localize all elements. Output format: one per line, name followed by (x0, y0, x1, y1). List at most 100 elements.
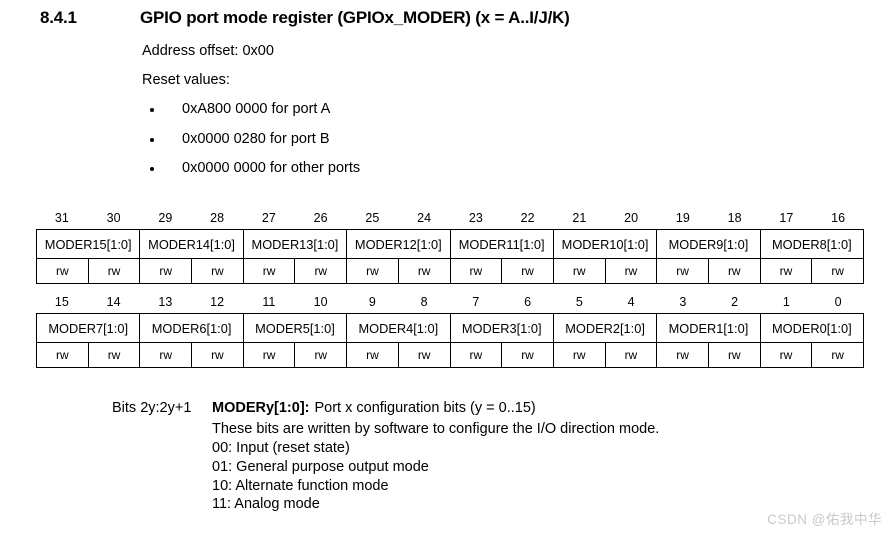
bit-number: 13 (158, 295, 173, 309)
page-title: 8.4.1 GPIO port mode register (GPIOx_MOD… (40, 8, 860, 28)
access-cell: rw (37, 259, 89, 284)
bit-number-row: 15 14 13 12 11 10 9 8 7 6 5 4 3 2 1 0 (36, 291, 864, 313)
access-cell: rw (243, 259, 296, 284)
bit-field-name: MODERy[1:0]: (212, 400, 310, 416)
access-row: rw rw rw rw rw rw rw rw rw rw rw rw rw r… (37, 259, 864, 284)
bit-field-header: Bits 2y:2y+1 MODERy[1:0]: Port x configu… (112, 400, 872, 416)
access-cell: rw (88, 259, 141, 284)
csdn-watermark: CSDN @佑我中华 (767, 512, 882, 527)
access-cell: rw (140, 343, 193, 368)
access-cell: rw (192, 259, 244, 284)
bit-number: 27 (261, 211, 276, 225)
bit-number: 26 (313, 211, 328, 225)
bit-number: 11 (262, 295, 276, 309)
field-cell: MODER2[1:0] (553, 314, 658, 343)
bit-field-summary: Port x configuration bits (y = 0..15) (314, 400, 536, 416)
access-cell: rw (450, 259, 503, 284)
bit-number: 25 (365, 211, 380, 225)
access-cell: rw (760, 259, 813, 284)
reset-value-text: 0xA800 0000 for port A (182, 101, 331, 118)
field-cell: MODER8[1:0] (760, 230, 864, 259)
access-cell: rw (657, 343, 709, 368)
access-cell: rw (502, 343, 554, 368)
reset-value-text: 0x0000 0280 for port B (182, 130, 330, 147)
access-cell: rw (553, 259, 606, 284)
field-cell: MODER7[1:0] (37, 314, 141, 343)
bit-number: 20 (624, 211, 639, 225)
reset-values-list: 0xA800 0000 for port A 0x0000 0280 for p… (142, 102, 842, 176)
access-cell: rw (37, 343, 89, 368)
access-cell: rw (243, 343, 296, 368)
access-cell: rw (812, 259, 864, 284)
access-cell: rw (812, 343, 864, 368)
reset-values-label: Reset values: (142, 72, 230, 89)
intro-block: Address offset: 0x00 Reset values: 0xA80… (142, 43, 842, 190)
field-cell: MODER3[1:0] (450, 314, 554, 343)
bit-number: 15 (54, 295, 69, 309)
field-cell: MODER14[1:0] (140, 230, 244, 259)
bit-number: 2 (731, 295, 739, 309)
field-cell: MODER0[1:0] (760, 314, 864, 343)
access-row: rw rw rw rw rw rw rw rw rw rw rw rw rw r… (37, 343, 864, 368)
register-grid: MODER7[1:0] MODER6[1:0] MODER5[1:0] MODE… (36, 313, 864, 368)
list-item: 0x0000 0000 for other ports (142, 160, 842, 176)
description-line: 10: Alternate function mode (212, 477, 389, 494)
field-row: MODER15[1:0] MODER14[1:0] MODER13[1:0] M… (37, 230, 864, 259)
field-cell: MODER11[1:0] (450, 230, 554, 259)
bit-number: 8 (420, 295, 428, 309)
bit-number: 19 (675, 211, 690, 225)
field-cell: MODER1[1:0] (657, 314, 761, 343)
bit-number: 29 (158, 211, 173, 225)
bit-number-row: 31 30 29 28 27 26 25 24 23 22 21 20 19 1… (36, 207, 864, 229)
bit-number: 28 (210, 211, 225, 225)
access-cell: rw (450, 343, 503, 368)
access-cell: rw (192, 343, 244, 368)
bit-number: 1 (782, 295, 790, 309)
register-table-low: 15 14 13 12 11 10 9 8 7 6 5 4 3 2 1 0 MO… (36, 291, 864, 368)
field-cell: MODER5[1:0] (243, 314, 348, 343)
bullet-icon (150, 137, 154, 142)
bit-number: 5 (575, 295, 583, 309)
bit-number: 12 (210, 295, 225, 309)
description-line: 00: Input (reset state) (212, 439, 350, 456)
list-item: 0x0000 0280 for port B (142, 130, 842, 147)
address-offset: Address offset: 0x00 (142, 43, 274, 59)
access-cell: rw (605, 259, 658, 284)
access-cell: rw (347, 259, 399, 284)
access-cell: rw (88, 343, 141, 368)
access-cell: rw (398, 343, 451, 368)
field-cell: MODER10[1:0] (553, 230, 658, 259)
access-cell: rw (398, 259, 451, 284)
field-cell: MODER15[1:0] (37, 230, 141, 259)
description-line: These bits are written by software to co… (212, 421, 660, 437)
bit-range-label: Bits 2y:2y+1 (112, 400, 192, 416)
description-line: 11: Analog mode (212, 496, 320, 513)
bit-number: 3 (679, 295, 687, 309)
list-item: 0xA800 0000 for port A (142, 102, 842, 117)
access-cell: rw (708, 343, 761, 368)
access-cell: rw (657, 259, 709, 284)
bit-number: 14 (106, 295, 121, 309)
section-number: 8.4.1 (40, 8, 77, 27)
bit-number: 31 (54, 211, 69, 225)
bullet-icon (150, 166, 154, 171)
register-table-high: 31 30 29 28 27 26 25 24 23 22 21 20 19 1… (36, 207, 864, 284)
bit-number: 10 (313, 295, 328, 309)
register-grid: MODER15[1:0] MODER14[1:0] MODER13[1:0] M… (36, 229, 864, 284)
bit-field-body: These bits are written by software to co… (212, 420, 872, 514)
access-cell: rw (553, 343, 606, 368)
access-cell: rw (295, 259, 348, 284)
bit-number: 7 (472, 295, 480, 309)
access-cell: rw (708, 259, 761, 284)
access-cell: rw (295, 343, 348, 368)
bit-number: 23 (468, 211, 483, 225)
field-cell: MODER12[1:0] (347, 230, 451, 259)
bit-number: 18 (727, 211, 742, 225)
field-cell: MODER6[1:0] (140, 314, 244, 343)
description-line: 01: General purpose output mode (212, 458, 429, 475)
access-cell: rw (760, 343, 813, 368)
bit-number: 22 (520, 211, 535, 225)
bit-number: 16 (831, 211, 846, 225)
bit-number: 4 (627, 295, 635, 309)
